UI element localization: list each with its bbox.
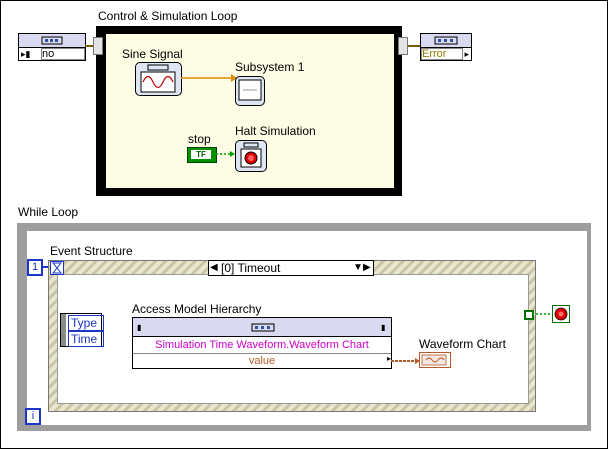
node-property-value[interactable]: value xyxy=(133,353,391,368)
case-selector-text: [0] Timeout xyxy=(221,261,281,275)
stop-sign-icon xyxy=(554,307,568,321)
subsystem-icon xyxy=(238,79,262,101)
cluster-icon: ▮ ▮ xyxy=(137,323,385,332)
cluster-icon xyxy=(434,36,458,45)
sim-left-tunnel[interactable] xyxy=(93,37,103,55)
sine-wave-icon xyxy=(140,64,176,93)
sim-input-terminal[interactable]: ▸▮ no xyxy=(18,33,86,61)
event-terminal-time[interactable]: Time xyxy=(68,331,104,347)
access-model-hierarchy-node[interactable]: ▮ ▮ Simulation Time Waveform.Waveform Ch… xyxy=(132,317,392,369)
cluster-icon xyxy=(41,36,63,45)
while-loop-title: While Loop xyxy=(18,205,79,219)
boolean-tunnel[interactable] xyxy=(524,310,534,320)
event-case-selector[interactable]: ◀ [0] Timeout ▼ ▶ xyxy=(208,260,374,276)
input-row: ▸▮ no xyxy=(19,48,85,60)
waveform-chart-indicator[interactable] xyxy=(419,352,451,368)
prev-case-arrow-icon[interactable]: ◀ xyxy=(210,262,218,273)
stop-constant-text: TF xyxy=(191,150,211,159)
waveform-icon xyxy=(421,354,447,366)
node-path: Simulation Time Waveform.Waveform Chart xyxy=(155,339,369,351)
timeout-terminal[interactable] xyxy=(50,261,64,275)
halt-icon xyxy=(240,142,262,168)
value-wire xyxy=(391,358,420,364)
halt-simulation-label: Halt Simulation xyxy=(235,124,316,138)
stop-boolean-constant[interactable]: TF xyxy=(187,147,217,163)
event-structure-title: Event Structure xyxy=(50,244,133,258)
wire-output xyxy=(408,45,420,47)
hourglass-icon xyxy=(51,262,63,274)
event-data-node-handle xyxy=(61,314,66,346)
access-model-hierarchy-title: Access Model Hierarchy xyxy=(132,302,262,316)
stop-label: stop xyxy=(188,132,211,146)
svg-text:▮: ▮ xyxy=(137,323,141,332)
sine-signal-block[interactable] xyxy=(135,62,182,96)
sim-right-tunnel[interactable] xyxy=(398,37,408,55)
signal-wire xyxy=(181,74,237,82)
subsystem-block[interactable] xyxy=(235,76,265,106)
waveform-chart-label: Waveform Chart xyxy=(419,337,506,351)
case-dropdown-icon[interactable]: ▼ xyxy=(353,262,363,273)
output-value: Error xyxy=(421,48,463,60)
subsystem-label: Subsystem 1 xyxy=(235,60,305,74)
boolean-wire xyxy=(216,151,235,157)
event-terminal-type[interactable]: Type xyxy=(68,315,104,331)
stop-wire xyxy=(532,313,552,315)
output-arrow-icon: ▸ xyxy=(386,354,391,363)
cluster-header xyxy=(19,34,85,48)
wire-input xyxy=(85,45,96,47)
arrow-icon: ▸▮ xyxy=(21,49,31,59)
halt-simulation-block[interactable] xyxy=(235,140,267,172)
arrow-icon: ▸ xyxy=(464,49,469,59)
node-header: ▮ ▮ xyxy=(133,318,391,337)
next-case-arrow-icon[interactable]: ▶ xyxy=(363,262,371,273)
input-value[interactable]: no xyxy=(41,48,85,60)
iteration-terminal: i xyxy=(25,408,41,425)
loop-stop-terminal[interactable] xyxy=(552,305,570,323)
output-row: Error ▸ xyxy=(421,48,471,60)
sim-output-terminal[interactable]: Error ▸ xyxy=(420,33,472,61)
event-data-node[interactable]: Type Time xyxy=(60,313,104,347)
count-wire xyxy=(41,266,49,268)
sine-signal-label: Sine Signal xyxy=(122,47,183,61)
cluster-header xyxy=(421,34,471,48)
svg-text:▮: ▮ xyxy=(381,323,385,332)
sim-loop-title: Control & Simulation Loop xyxy=(98,9,238,23)
